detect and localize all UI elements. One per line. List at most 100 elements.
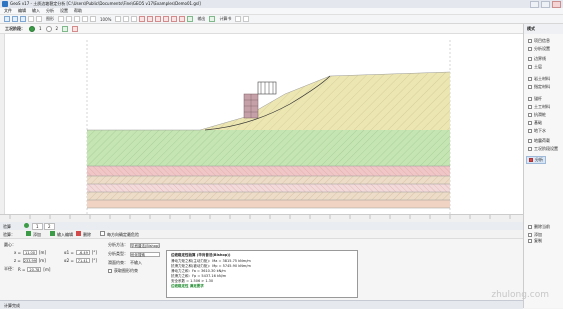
report-icon[interactable] <box>209 16 216 22</box>
add-item[interactable]: 添加 <box>528 232 542 238</box>
delete-current-item[interactable]: 删除当前 <box>528 224 550 230</box>
stage-1-button[interactable] <box>29 25 35 32</box>
analysis-subbar: 验算： 添加 输入编辑 删除 每方向确定最危险 <box>0 230 523 239</box>
minimize-button[interactable] <box>530 1 539 8</box>
critical-direction-label[interactable]: 每方向确定最危险 <box>107 232 139 237</box>
model-canvas[interactable] <box>0 34 524 215</box>
color-scheme-2-icon[interactable] <box>147 16 154 22</box>
delete-analysis-label[interactable]: 删除 <box>83 232 91 237</box>
analysis-tab-1[interactable]: 1 <box>32 223 43 230</box>
slope-model-drawing[interactable] <box>0 34 523 215</box>
maximize-button[interactable] <box>541 1 550 8</box>
radius-input[interactable]: 20.78 <box>27 266 42 272</box>
graphic-constraint-button[interactable]: 获取图形约束 <box>114 268 138 273</box>
menu-edit[interactable]: 编辑 <box>18 8 26 13</box>
print-icon[interactable] <box>187 16 194 22</box>
results-title: 边坡稳定性验算 (毕肖普法(Bishop)) <box>171 253 231 257</box>
save-icon[interactable] <box>20 16 26 22</box>
mode-item-foundation[interactable]: 基础 <box>528 120 542 126</box>
grid-icon[interactable] <box>123 16 130 22</box>
stage-1-label[interactable]: 1 <box>39 26 42 31</box>
stage-2-button[interactable] <box>45 25 52 32</box>
mode-item-reinforcement[interactable]: 土工材料 <box>528 104 550 110</box>
mode-item-boundary[interactable]: 边界线 <box>528 56 546 62</box>
mode-item-earthquake[interactable]: 地震荷载 <box>528 138 550 144</box>
copy-item[interactable]: 复制 <box>528 238 542 244</box>
center-x-row: x = 11.00 [m] <box>14 250 46 255</box>
mode-item-analysis[interactable]: 分析 <box>526 156 546 164</box>
delete-stage-icon[interactable] <box>72 25 79 32</box>
new-file-icon[interactable] <box>4 16 10 22</box>
watermark-text: zhulong.com <box>491 290 549 300</box>
mode-item-anchors[interactable]: 锚杆 <box>528 96 542 102</box>
results-box: 边坡稳定性验算 (毕肖普法(Bishop)) 滑动力矩之和(主动力矩)：Ma =… <box>166 250 358 298</box>
edit-input-icon[interactable] <box>50 231 55 236</box>
menu-help[interactable]: 帮助 <box>74 8 82 13</box>
close-button[interactable] <box>552 1 561 8</box>
stage-2-label[interactable]: 2 <box>55 26 59 31</box>
menu-input[interactable]: 输入 <box>32 8 40 13</box>
analysis-type-select[interactable]: 优化搜索 <box>130 251 160 257</box>
color-scheme-6-icon[interactable] <box>179 16 186 22</box>
zoom-fit-icon[interactable] <box>90 16 96 22</box>
constraint-label: 滑面约束： <box>108 260 128 265</box>
mode-item-stage-settings[interactable]: 工况阶段设置 <box>528 146 558 152</box>
stage-bar: 工况阶段： 1 2 <box>0 24 523 34</box>
view-label[interactable]: 图形 <box>46 16 54 21</box>
open-file-icon[interactable] <box>12 16 18 22</box>
color-scheme-5-icon[interactable] <box>171 16 178 22</box>
alpha1-input[interactable]: -6.49 <box>75 250 90 255</box>
center-z-input[interactable]: 233.99 <box>22 258 37 263</box>
graphic-constraint-row: 获取图形约束 <box>108 268 138 274</box>
paste-icon[interactable] <box>66 16 72 22</box>
copy-icon[interactable] <box>58 16 64 22</box>
analysis-frame-title: 验算 <box>3 224 11 229</box>
window-title: GeoS v17 - 土质边坡稳定分析 [C:\Users\Public\Doc… <box>10 1 201 6</box>
output-label[interactable]: 输出 <box>197 16 206 21</box>
method-select[interactable]: 毕肖普法(Bishop) <box>130 242 160 248</box>
mode-item-soils[interactable]: 岩土材料 <box>528 76 550 82</box>
result-line-passive-force: 抗滑力之和：Fp = 5437.16 kN/m <box>171 274 227 278</box>
status-text: 计算完成 <box>4 303 20 308</box>
mode-item-assign[interactable]: 指定材料 <box>528 84 550 90</box>
slip-surface[interactable] <box>204 75 331 131</box>
alpha2-input[interactable]: 71.41 <box>75 258 90 263</box>
color-scheme-3-icon[interactable] <box>155 16 162 22</box>
mode-panel: 项目信息 分析设置 边界线 土层 岩土材料 指定材料 锚杆 土工材料 抗滑桩 基… <box>523 34 563 244</box>
center-x-input[interactable]: 11.00 <box>23 250 37 255</box>
zoom-out-icon[interactable] <box>82 16 88 22</box>
menu-settings[interactable]: 设置 <box>60 8 68 13</box>
delete-icon <box>528 225 532 229</box>
mode-item-label: 地下水 <box>534 128 546 133</box>
mode-item-layers[interactable]: 土层 <box>528 64 542 70</box>
color-scheme-1-icon[interactable] <box>139 16 146 22</box>
measure-icon[interactable] <box>131 16 138 22</box>
zoom-level[interactable]: 100% <box>100 16 112 22</box>
mode-item-water[interactable]: 地下水 <box>528 128 546 134</box>
help-icon[interactable] <box>243 16 250 22</box>
add-analysis-label[interactable]: 添加 <box>33 232 41 237</box>
undo-icon[interactable] <box>28 16 34 22</box>
redo-icon[interactable] <box>36 16 42 22</box>
zoom-in-icon[interactable] <box>74 16 80 22</box>
color-scheme-4-icon[interactable] <box>163 16 170 22</box>
menu-analysis[interactable]: 分析 <box>46 8 54 13</box>
mode-item-project[interactable]: 项目信息 <box>528 38 550 44</box>
soil-layer-bottom[interactable] <box>87 200 450 208</box>
report-label[interactable]: 计算书 <box>219 16 232 21</box>
mode-item-settings[interactable]: 分析设置 <box>528 46 550 52</box>
alpha2-unit: [°] <box>91 258 97 263</box>
add-analysis-icon[interactable] <box>26 231 31 236</box>
menu-file[interactable]: 文件 <box>4 8 12 13</box>
delete-analysis-icon[interactable] <box>76 231 81 236</box>
critical-direction-checkbox[interactable] <box>100 231 105 236</box>
edit-input-label[interactable]: 输入编辑 <box>57 232 73 237</box>
surcharge-load[interactable] <box>257 81 277 95</box>
mode-item-piles[interactable]: 抗滑桩 <box>528 112 546 118</box>
add-stage-icon[interactable] <box>62 25 69 32</box>
pan-icon[interactable] <box>115 16 122 22</box>
analysis-tab-2[interactable]: 2 <box>44 223 55 230</box>
center-x-unit: [m] <box>39 250 47 255</box>
constraint-value[interactable]: 不输入 <box>130 260 142 265</box>
settings-icon[interactable] <box>235 16 242 22</box>
